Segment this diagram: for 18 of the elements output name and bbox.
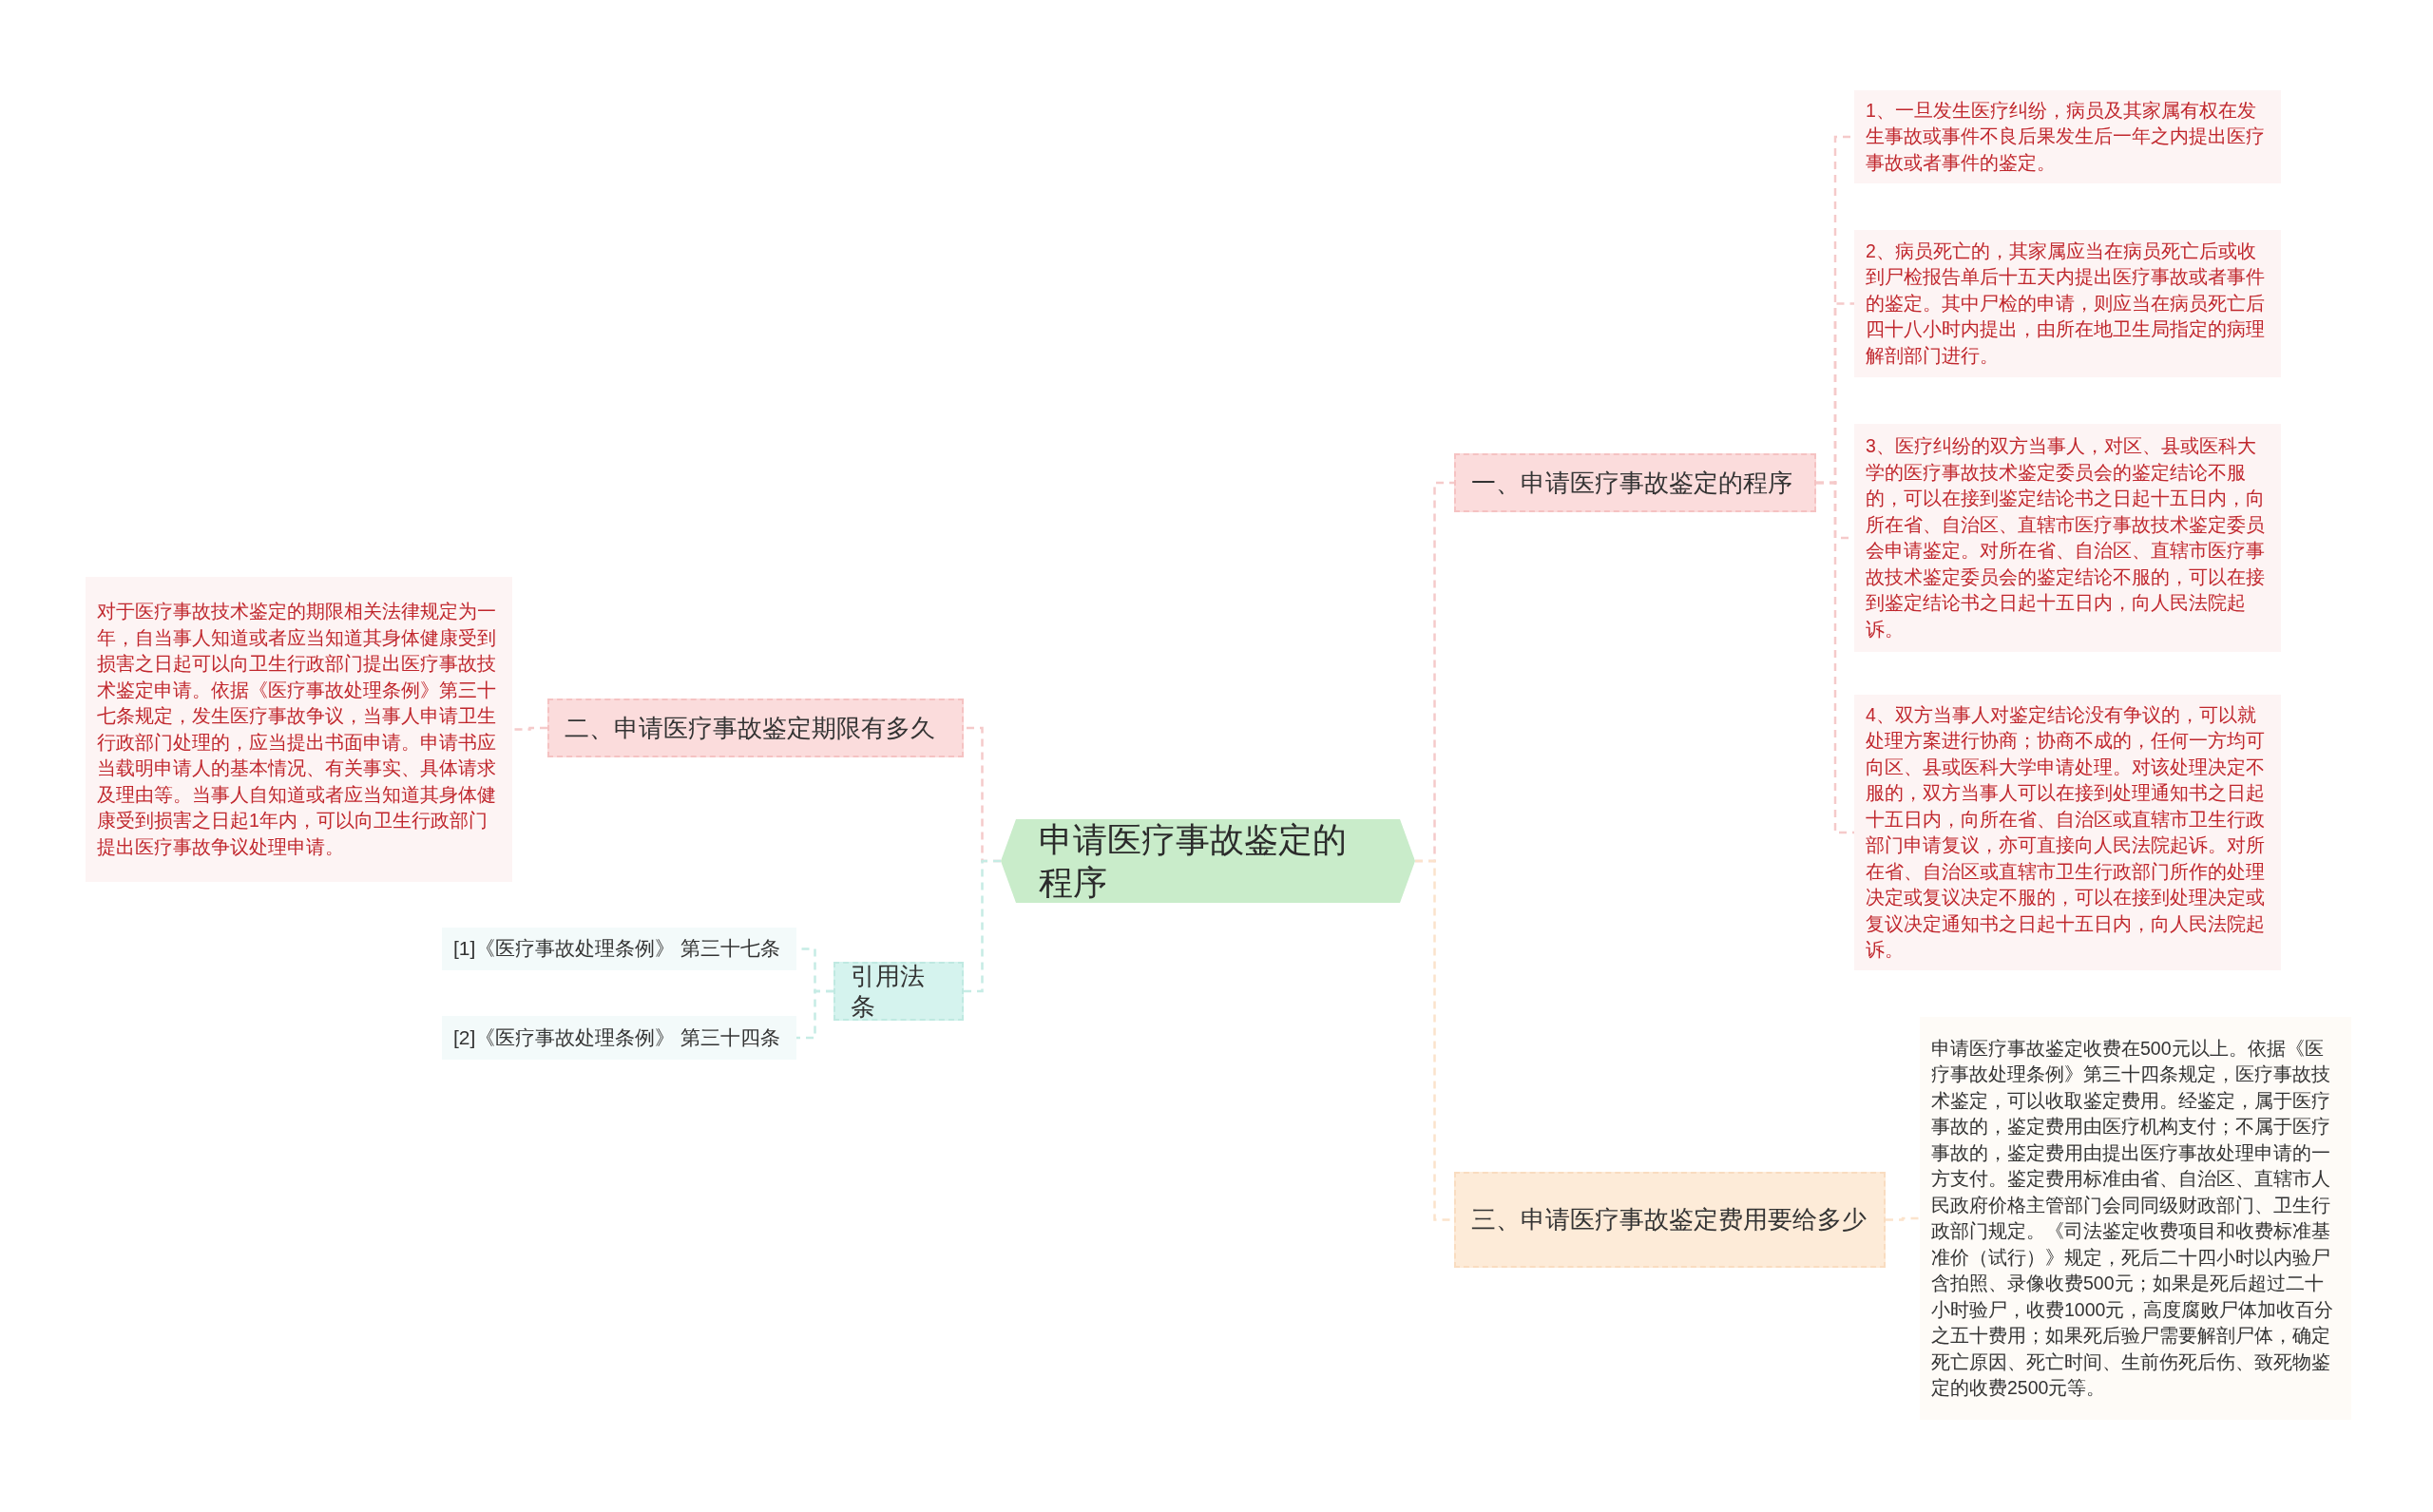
topic-box: 二、申请医疗事故鉴定期限有多久 <box>547 699 964 757</box>
connector-line <box>796 989 833 1040</box>
note-card: 申请医疗事故鉴定收费在500元以上。依据《医疗事故处理条例》第三十四条规定，医疗事故技术鉴定，可以收取鉴定费用。经鉴定，属于医疗事故的，鉴定费用由医疗机构支付；不属于医疗事故的，鉴定费用由提出医疗事故处理申请的一方支付。鉴定费用标准由省、自治区、直辖市人民政府价格主管部门会同同级财政部门、卫生行政部门规定。《司法鉴定收费项目和收费标准基准价（试行）》规定，死后二十四小时以内验尸含拍照、录像收费500元；如果是死后超过二十小时验尸，收费1000元，高度腐败尸体加收百分之五十费用；如果死后验尸需要解剖尸体，确定死亡原因、死亡时间、生前伤死后伤、致死物鉴定的收费2500元等。 <box>1920 1017 2351 1420</box>
reference-card: [1]《医疗事故处理条例》 第三十七条 <box>442 928 796 970</box>
note-card: 4、双方当事人对鉴定结论没有争议的，可以就处理方案进行协商；协商不成的，任何一方均可向区、县或医科大学申请处理。对该处理决定不服的，双方当事人可以在接到处理通知书之日起十五日内，向所在省、自治区或直辖市卫生行政部门申请复议，亦可直接向人民法院起诉。对所在省、自治区或直辖市卫生行政部门所作的处理决定或复议决定不服的，可以在接到处理决定或复议决定通知书之日起十五日内，向人民法院起诉。 <box>1854 695 2281 970</box>
connector-line <box>1816 481 1854 834</box>
topic-box: 一、申请医疗事故鉴定的程序 <box>1454 453 1816 512</box>
topic-box: 三、申请医疗事故鉴定费用要给多少 <box>1454 1172 1886 1268</box>
note-card: 2、病员死亡的，其家属应当在病员死亡后或收到尸检报告单后十五天内提出医疗事故或者事件的鉴定。其中尸检的申请，则应当在病员死亡后四十八小时内提出，由所在地卫生局指定的病理解剖部门进行。 <box>1854 230 2281 377</box>
reference-card: [2]《医疗事故处理条例》 第三十四条 <box>442 1016 796 1060</box>
connector-line <box>512 726 547 731</box>
note-card: 3、医疗纠纷的双方当事人，对区、县或医科大学的医疗事故技术鉴定委员会的鉴定结论不服的，可以在接到鉴定结论书之日起十五日内，向所在省、自治区、直辖市医疗事故技术鉴定委员会申请鉴定。对所在省、自治区、直辖市医疗事故技术鉴定委员会的鉴定结论不服的，可以在接到鉴定结论书之日起十五日内，向人民法院起诉。 <box>1854 424 2281 652</box>
note-card: 1、一旦发生医疗纠纷，病员及其家属有权在发生事故或事件不良后果发生后一年之内提出医疗事故或者事件的鉴定。 <box>1854 90 2281 183</box>
connector-line <box>964 859 1001 993</box>
note-card: 对于医疗事故技术鉴定的期限相关法律规定为一年，自当事人知道或者应当知道其身体健康受到损害之日起可以向卫生行政部门提出医疗事故技术鉴定申请。依据《医疗事故处理条例》第三十七条规定，发生医疗事故争议，当事人申请卫生行政部门处理的，应当提出书面申请。申请书应当载明申请人的基本情况、有关事实、具体请求及理由等。当事人自知道或者应当知道其身体健康受到损害之日起1年内，可以向卫生行政部门提出医疗事故争议处理申请。 <box>86 577 512 882</box>
connector-line <box>1886 1216 1920 1221</box>
topic-box: 引用法条 <box>833 962 964 1021</box>
central-topic: 申请医疗事故鉴定的程序 <box>1001 819 1415 903</box>
